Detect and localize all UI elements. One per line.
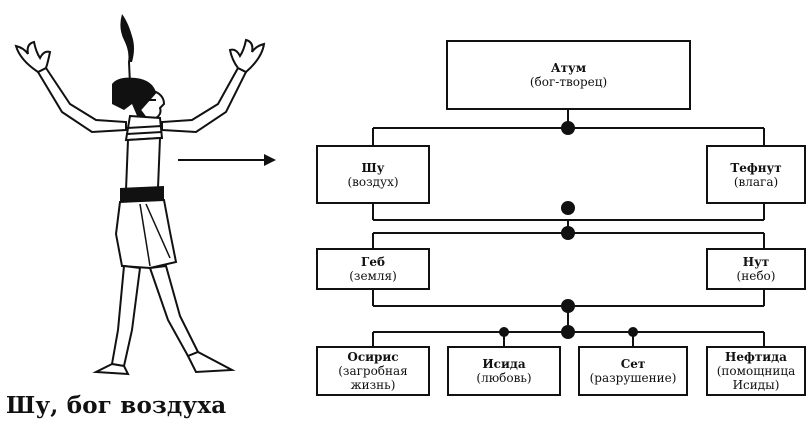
node-isis-desc: (любовь) <box>476 371 532 385</box>
node-nut-desc: (небо) <box>736 269 776 283</box>
node-atum: Атум (бог-творец) <box>446 40 691 110</box>
node-geb-desc: (земля) <box>349 269 397 283</box>
node-nut-name: Нут <box>742 255 770 269</box>
node-shu: Шу (воздух) <box>316 145 430 204</box>
node-set-desc: (разрушение) <box>589 371 677 385</box>
node-atum-desc: (бог-творец) <box>529 75 608 89</box>
pointer-arrow <box>178 154 276 166</box>
junction-dot <box>561 121 575 135</box>
junction-dot <box>561 226 575 240</box>
node-tefnut-desc: (влага) <box>733 174 779 189</box>
junction-dot <box>561 325 575 339</box>
junction-dot <box>561 299 575 313</box>
node-geb: Геб (земля) <box>316 248 430 290</box>
node-osiris-desc: (загробная жизнь) <box>338 364 408 392</box>
junction-dot <box>561 201 575 215</box>
node-shu-desc: (воздух) <box>347 174 399 189</box>
node-osiris: Осирис (загробная жизнь) <box>316 346 430 396</box>
node-tefnut-name: Тефнут <box>730 160 782 175</box>
node-isis: Исида (любовь) <box>447 346 561 396</box>
node-nut: Нут (небо) <box>706 248 806 290</box>
shu-figure-illustration <box>14 14 266 376</box>
node-nephthys-desc: (помощница Исиды) <box>716 364 796 392</box>
node-nephthys-name: Нефтида <box>725 350 787 364</box>
node-set-name: Сет <box>620 357 646 371</box>
node-nephthys: Нефтида (помощница Исиды) <box>706 346 806 396</box>
node-shu-name: Шу <box>361 160 385 175</box>
node-isis-name: Исида <box>482 357 526 371</box>
node-geb-name: Геб <box>361 255 385 269</box>
caption: Шу, бог воздуха <box>6 392 227 419</box>
junction-dot <box>628 327 638 337</box>
junction-dot <box>499 327 509 337</box>
node-tefnut: Тефнут (влага) <box>706 145 806 204</box>
node-set: Сет (разрушение) <box>578 346 688 396</box>
node-atum-name: Атум <box>550 61 587 75</box>
node-osiris-name: Осирис <box>347 350 399 364</box>
